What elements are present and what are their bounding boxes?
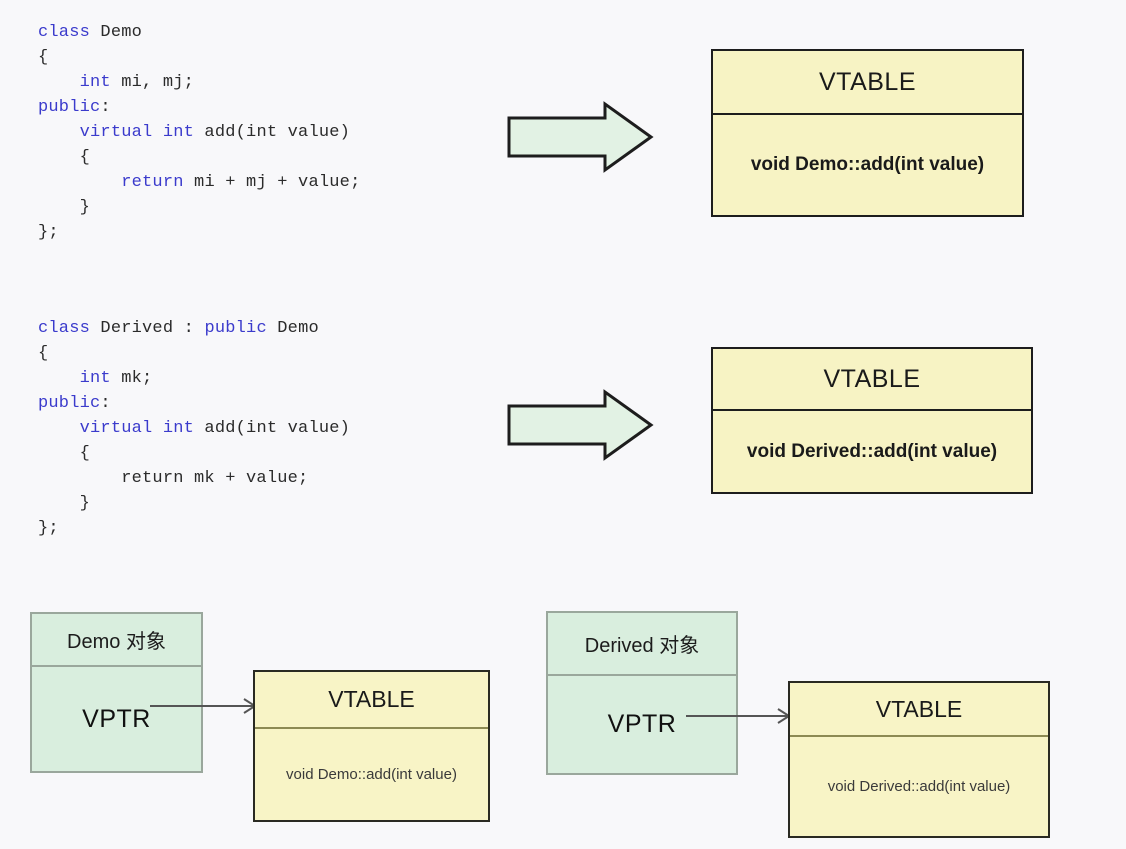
code-text: mi + mj + value; bbox=[183, 173, 361, 192]
code-text: }; bbox=[38, 223, 59, 242]
code-line: int mi, mj; bbox=[38, 70, 360, 95]
code-line: public: bbox=[38, 391, 350, 416]
object-header: Demo 对象 bbox=[32, 614, 201, 667]
vtable-entry: void Demo::add(int value) bbox=[750, 154, 985, 175]
code-text: : bbox=[100, 98, 111, 117]
code-text: Demo bbox=[90, 23, 143, 42]
code-keyword: virtual int bbox=[79, 123, 195, 142]
code-text: { bbox=[38, 344, 49, 363]
connector-arrow-right-icon bbox=[686, 708, 791, 724]
code-text: Derived : bbox=[90, 319, 205, 338]
object-box-derived: Derived 对象 VPTR bbox=[546, 611, 738, 775]
code-text: add(int value) bbox=[194, 123, 351, 142]
code-line: int mk; bbox=[38, 366, 350, 391]
vtable-box-demo-runtime: VTABLE void Demo::add(int value) bbox=[253, 670, 490, 822]
code-line: virtual int add(int value) bbox=[38, 416, 350, 441]
code-text: mk; bbox=[110, 369, 153, 388]
code-line: { bbox=[38, 45, 360, 70]
object-header: Derived 对象 bbox=[548, 613, 736, 676]
object-vptr-field: VPTR bbox=[82, 704, 151, 733]
code-line: { bbox=[38, 341, 350, 366]
code-text: return mk + value; bbox=[38, 469, 309, 488]
object-vptr-field: VPTR bbox=[607, 710, 677, 738]
code-text: } bbox=[38, 198, 91, 217]
code-text bbox=[38, 173, 121, 192]
code-line: class Derived : public Demo bbox=[38, 316, 350, 341]
vtable-header: VTABLE bbox=[713, 349, 1031, 411]
code-line: } bbox=[38, 491, 350, 516]
code-text: Demo bbox=[266, 319, 319, 338]
vtable-box-derived: VTABLE void Derived::add(int value) bbox=[711, 347, 1033, 494]
derived-class-source: class Derived : public Demo{ int mk;publ… bbox=[38, 316, 350, 541]
code-text bbox=[38, 369, 80, 388]
code-keyword: class bbox=[38, 23, 91, 42]
code-line: } bbox=[38, 195, 360, 220]
code-keyword: public bbox=[38, 394, 101, 413]
vtable-entry: void Demo::add(int value) bbox=[286, 766, 457, 783]
object-box-demo: Demo 对象 VPTR bbox=[30, 612, 203, 773]
vtable-entry: void Derived::add(int value) bbox=[827, 778, 1011, 795]
code-keyword: int bbox=[79, 73, 111, 92]
code-text: }; bbox=[38, 519, 59, 538]
code-text bbox=[38, 73, 80, 92]
demo-class-source: class Demo{ int mi, mj;public: virtual i… bbox=[38, 20, 360, 245]
code-text: { bbox=[38, 48, 49, 67]
code-line: { bbox=[38, 441, 350, 466]
vtable-header: VTABLE bbox=[713, 51, 1022, 115]
code-line: public: bbox=[38, 95, 360, 120]
code-text: : bbox=[100, 394, 111, 413]
code-line: return mi + mj + value; bbox=[38, 170, 360, 195]
vtable-header: VTABLE bbox=[790, 683, 1048, 737]
code-text: mi, mj; bbox=[110, 73, 195, 92]
block-arrow-right-icon bbox=[507, 389, 654, 461]
connector-arrow-right-icon bbox=[150, 698, 257, 714]
code-line: return mk + value; bbox=[38, 466, 350, 491]
code-line: }; bbox=[38, 220, 360, 245]
code-keyword: int bbox=[79, 369, 111, 388]
code-line: }; bbox=[38, 516, 350, 541]
vtable-box-derived-runtime: VTABLE void Derived::add(int value) bbox=[788, 681, 1050, 838]
vtable-box-demo: VTABLE void Demo::add(int value) bbox=[711, 49, 1024, 217]
code-keyword: public bbox=[38, 98, 101, 117]
code-text bbox=[38, 123, 80, 142]
code-text: { bbox=[38, 444, 91, 463]
code-line: { bbox=[38, 145, 360, 170]
code-line: virtual int add(int value) bbox=[38, 120, 360, 145]
vtable-header: VTABLE bbox=[255, 672, 488, 729]
code-text bbox=[38, 419, 80, 438]
code-text: { bbox=[38, 148, 91, 167]
code-text: add(int value) bbox=[194, 419, 351, 438]
vtable-entry: void Derived::add(int value) bbox=[746, 440, 998, 462]
code-line: class Demo bbox=[38, 20, 360, 45]
code-keyword: virtual int bbox=[79, 419, 195, 438]
code-text: } bbox=[38, 494, 91, 513]
code-keyword: return bbox=[121, 173, 184, 192]
code-keyword: class bbox=[38, 319, 91, 338]
block-arrow-right-icon bbox=[507, 101, 654, 173]
code-keyword: public bbox=[204, 319, 267, 338]
